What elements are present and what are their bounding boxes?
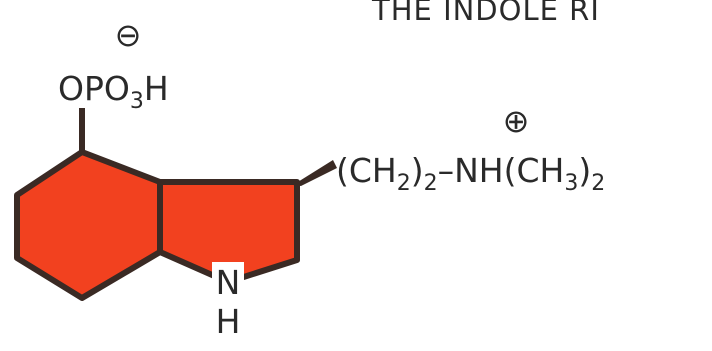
benzene-ring xyxy=(14,149,163,301)
side-chain-sub1: 2 xyxy=(397,171,411,196)
phosphate-main-text: OPO xyxy=(58,69,130,108)
side-chain-bond xyxy=(293,160,337,186)
side-chain-part1: (CH xyxy=(336,151,397,190)
phosphate-subscript: 3 xyxy=(130,89,144,114)
ring-nitrogen-label: N xyxy=(216,263,241,302)
heading-text: THE INDOLE RI xyxy=(371,0,600,27)
side-chain-sub2: 2 xyxy=(424,171,438,196)
side-chain-part2: ) xyxy=(411,151,424,190)
phosphate-end-text: H xyxy=(144,69,169,108)
ring-nitrogen-hydrogen-label: H xyxy=(216,302,241,341)
side-chain-sub3: 3 xyxy=(564,171,578,196)
pyrrole-ring xyxy=(157,179,300,285)
side-chain-part3: –NH(CH xyxy=(438,151,565,190)
negative-charge-symbol: ⊖ xyxy=(115,16,142,54)
phosphate-label: OPO3H xyxy=(58,69,169,114)
side-chain-part4: ) xyxy=(578,151,591,190)
side-chain-label: (CH2)2–NH(CH3)2 xyxy=(336,151,605,196)
side-chain-sub4: 2 xyxy=(591,171,605,196)
nitrogen-label-backdrop xyxy=(212,262,244,298)
positive-charge-symbol: ⊕ xyxy=(503,102,530,140)
